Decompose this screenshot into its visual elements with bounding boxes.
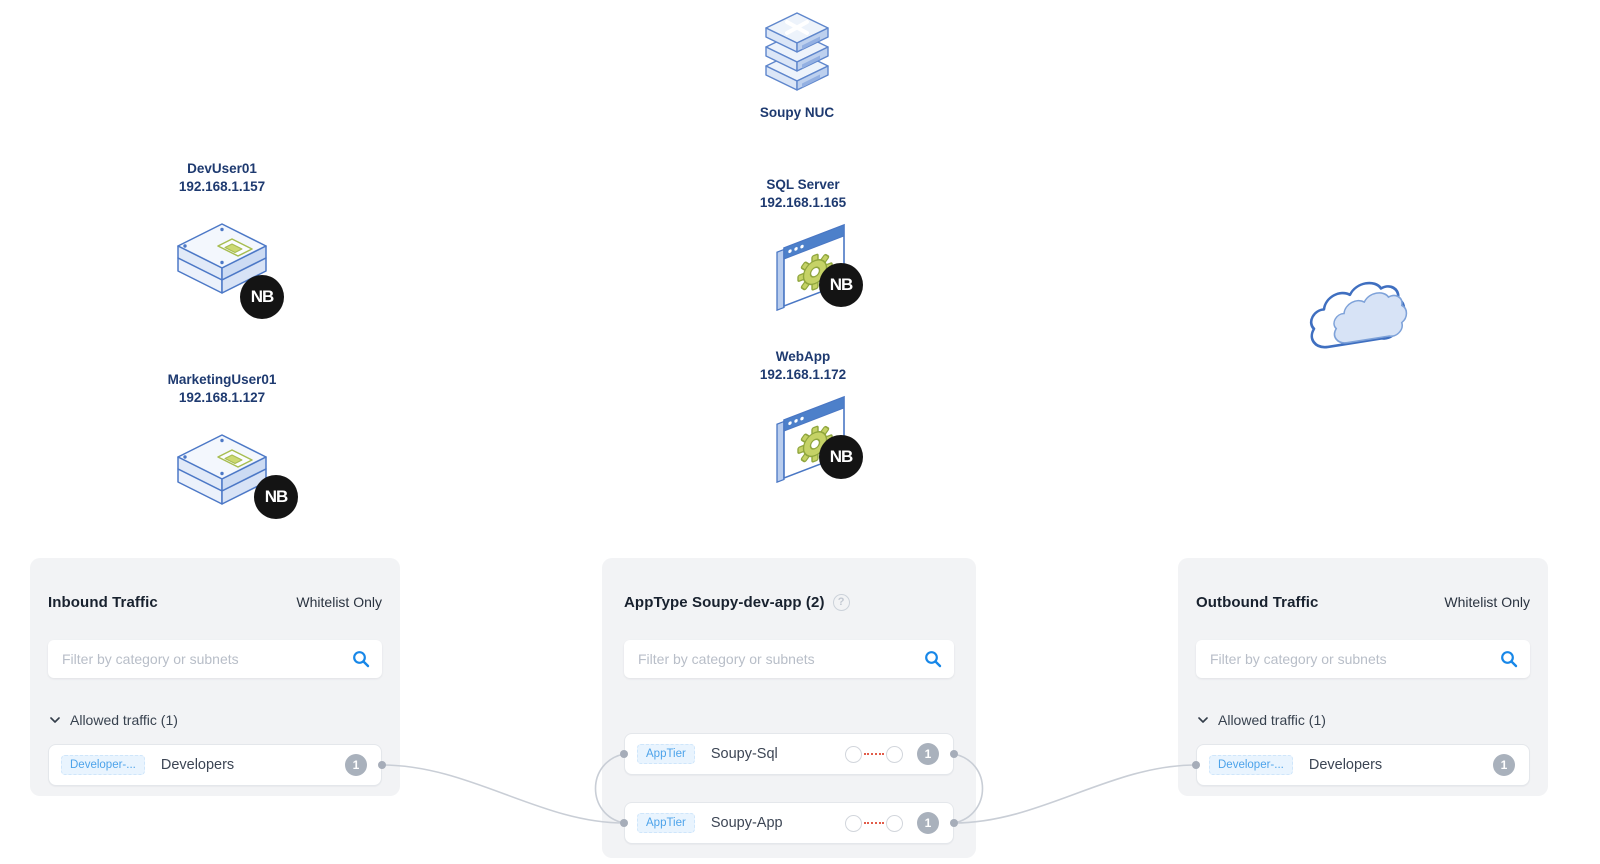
rule-count-badge: 1 bbox=[917, 743, 939, 765]
rule-count-badge: 1 bbox=[1493, 754, 1515, 776]
workstation-icon bbox=[177, 223, 267, 294]
whitelist-mode-label: Whitelist Only bbox=[1444, 594, 1530, 610]
cloud-icon bbox=[1309, 281, 1408, 349]
x-mark bbox=[785, 20, 809, 35]
rule-count-badge: 1 bbox=[917, 812, 939, 834]
chevron-down-icon[interactable] bbox=[1198, 717, 1208, 723]
search-icon[interactable] bbox=[352, 650, 370, 668]
link-state-toggle[interactable] bbox=[845, 814, 903, 832]
panel-title: Outbound Traffic bbox=[1196, 593, 1319, 611]
link-endpoint-circle bbox=[845, 745, 862, 763]
apptier-row-soupy-sql[interactable]: AppTier Soupy-Sql 1 bbox=[624, 733, 954, 775]
edge-soupy-app-to-outbound bbox=[953, 764, 1197, 824]
node-ip: 192.168.1.127 bbox=[178, 390, 266, 405]
outbound-traffic-panel: Outbound Traffic Whitelist Only Allowed … bbox=[1178, 558, 1548, 796]
node-name: MarketingUser01 bbox=[167, 372, 277, 387]
section-label: Allowed traffic (1) bbox=[1218, 712, 1326, 728]
node-sql-server[interactable]: SQL Server 192.168.1.165 bbox=[733, 176, 873, 311]
node-devuser01[interactable]: DevUser01 192.168.1.157 NB bbox=[152, 160, 292, 319]
outbound-filter bbox=[1196, 640, 1530, 678]
inbound-traffic-panel: Inbound Traffic Whitelist Only Allowed t… bbox=[30, 558, 400, 796]
apptype-panel: AppType Soupy-dev-app (2) ? AppTier Soup… bbox=[602, 558, 976, 858]
node-label: Soupy NUC bbox=[759, 105, 835, 120]
inbound-rule-row[interactable]: Developer-... Developers 1 bbox=[48, 744, 382, 786]
rule-name: Soupy-Sql bbox=[710, 746, 778, 762]
rule-name: Soupy-App bbox=[710, 815, 783, 831]
link-endpoint-circle bbox=[845, 814, 862, 832]
denied-link-dots bbox=[864, 753, 884, 755]
node-marketinguser01[interactable]: MarketingUser01 192.168.1.127 NB bbox=[152, 371, 298, 519]
search-icon[interactable] bbox=[924, 650, 942, 668]
node-ip: 192.168.1.157 bbox=[178, 179, 266, 194]
rule-name: Developers bbox=[1308, 757, 1383, 773]
edge-inbound-to-soupy-app bbox=[381, 764, 625, 824]
whitelist-mode-label: Whitelist Only bbox=[296, 594, 382, 610]
node-ip: 192.168.1.165 bbox=[759, 195, 847, 210]
server-stack-icon bbox=[765, 12, 829, 91]
app-window-icon bbox=[776, 395, 845, 483]
nb-logo-badge: NB bbox=[819, 263, 863, 307]
workstation-icon bbox=[177, 434, 267, 505]
apptype-filter bbox=[624, 640, 954, 678]
rule-name: Developers bbox=[160, 757, 235, 773]
rule-count-badge: 1 bbox=[345, 754, 367, 776]
panel-title: AppType Soupy-dev-app (2) bbox=[624, 593, 825, 611]
node-soupy-nuc[interactable]: Soupy NUC bbox=[742, 12, 852, 122]
link-state-toggle[interactable] bbox=[845, 745, 903, 763]
link-endpoint-circle bbox=[886, 745, 903, 763]
category-tag: Developer-... bbox=[1209, 755, 1293, 775]
node-name: WebApp bbox=[775, 349, 831, 364]
nb-logo-badge: NB bbox=[240, 275, 284, 319]
apptype-filter-input[interactable] bbox=[624, 640, 954, 678]
inbound-filter-input[interactable] bbox=[48, 640, 382, 678]
node-name: DevUser01 bbox=[187, 161, 257, 176]
panel-title: Inbound Traffic bbox=[48, 593, 158, 611]
chevron-down-icon[interactable] bbox=[50, 717, 60, 723]
node-ip: 192.168.1.172 bbox=[759, 367, 847, 382]
inbound-filter bbox=[48, 640, 382, 678]
denied-link-dots bbox=[864, 822, 884, 824]
outbound-filter-input[interactable] bbox=[1196, 640, 1530, 678]
node-name: SQL Server bbox=[766, 177, 840, 192]
apptier-row-soupy-app[interactable]: AppTier Soupy-App 1 bbox=[624, 802, 954, 844]
search-icon[interactable] bbox=[1500, 650, 1518, 668]
node-internet-cloud[interactable] bbox=[1302, 262, 1417, 362]
nb-logo-badge: NB bbox=[819, 435, 863, 479]
section-label: Allowed traffic (1) bbox=[70, 712, 178, 728]
node-webapp[interactable]: WebApp 192.168.1.172 bbox=[733, 348, 873, 483]
outbound-rule-row[interactable]: Developer-... Developers 1 bbox=[1196, 744, 1530, 786]
nb-logo-badge: NB bbox=[254, 475, 298, 519]
help-icon[interactable]: ? bbox=[832, 593, 850, 611]
link-endpoint-circle bbox=[886, 814, 903, 832]
apptier-tag: AppTier bbox=[637, 744, 695, 764]
category-tag: Developer-... bbox=[61, 755, 145, 775]
apptier-tag: AppTier bbox=[637, 813, 695, 833]
